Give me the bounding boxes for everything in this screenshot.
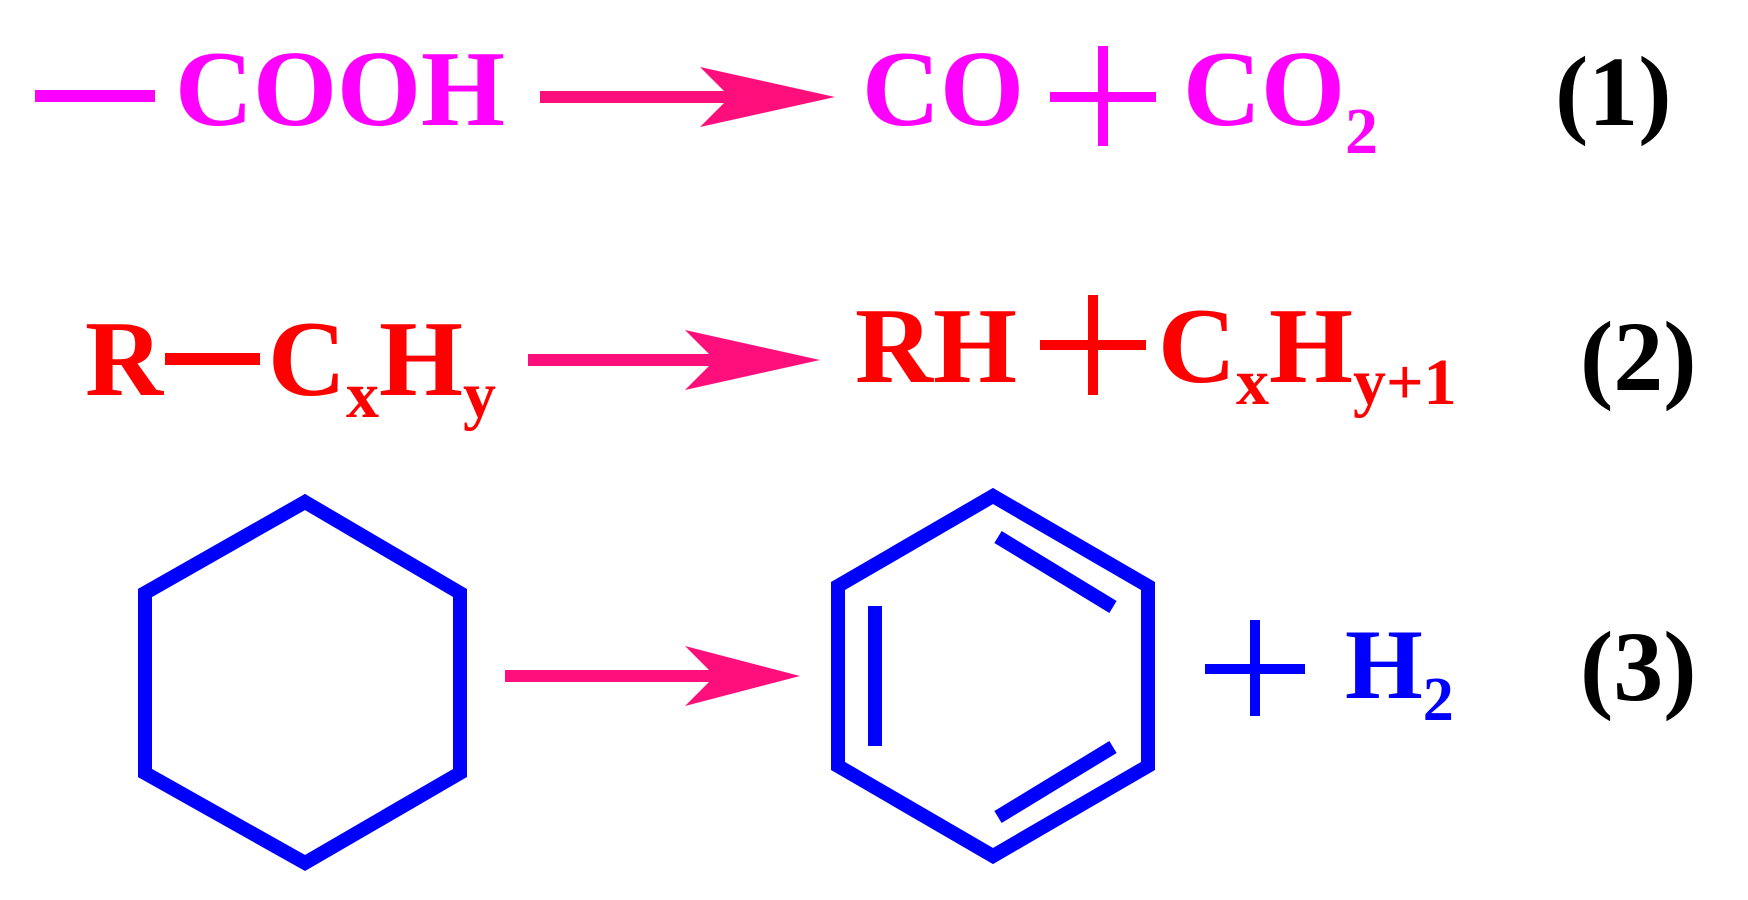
plus-sign — [1050, 46, 1156, 146]
reaction-arrow-1 — [540, 67, 835, 127]
subscript-x: x — [1236, 346, 1269, 419]
equation-label-2: (2) — [1580, 301, 1697, 412]
benzene-icon — [831, 487, 1155, 865]
product-rh: RH — [855, 287, 1017, 406]
reaction-2: R CxHy RH CxHy+1 (2) — [85, 287, 1697, 432]
reactant-cooh: COOH — [175, 30, 505, 149]
bond-line — [35, 90, 155, 102]
equation-label-3: (3) — [1580, 611, 1697, 722]
subscript-y: y — [463, 359, 496, 432]
reaction-1: COOH CO CO2 (1) — [35, 30, 1672, 168]
reaction-arrow-3 — [505, 646, 800, 706]
plus-sign — [1040, 295, 1146, 395]
plus-sign — [1205, 620, 1305, 716]
subscript-y-plus-1: y+1 — [1353, 346, 1457, 419]
product-co2: CO2 — [1183, 30, 1378, 168]
equation-label-1: (1) — [1555, 36, 1672, 147]
bond-line — [165, 353, 260, 365]
r-group: R — [85, 300, 164, 419]
reactant-cxhy: CxHy — [268, 300, 496, 432]
subscript-2: 2 — [1423, 666, 1454, 734]
subscript-x: x — [346, 359, 379, 432]
cyclohexane-icon — [138, 493, 467, 872]
product-cxhy1: CxHy+1 — [1158, 287, 1457, 419]
product-h2: H2 — [1345, 609, 1454, 734]
product-co: CO — [862, 30, 1024, 149]
reaction-3: H2 (3) — [138, 487, 1697, 872]
reaction-arrow-2 — [528, 330, 820, 390]
subscript-2: 2 — [1345, 95, 1378, 168]
